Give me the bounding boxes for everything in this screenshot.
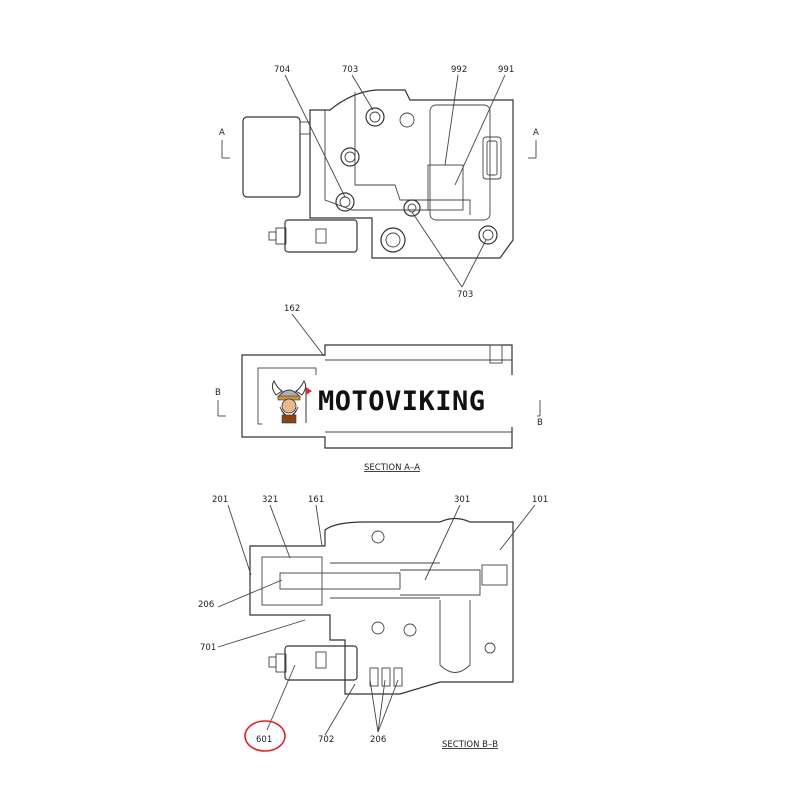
label-703-bottom: 703 <box>457 290 473 300</box>
label-701: 701 <box>200 643 216 653</box>
section-b-title: SECTION B–B <box>442 740 498 750</box>
section-a-title: SECTION A–A <box>364 463 420 473</box>
label-161: 161 <box>308 495 324 505</box>
section-b-view <box>217 504 536 736</box>
label-321: 321 <box>262 495 278 505</box>
viking-mascot-icon <box>271 380 312 424</box>
label-301: 301 <box>454 495 470 505</box>
top-view <box>221 74 537 288</box>
label-206-left: 206 <box>198 600 214 610</box>
label-206-bottom: 206 <box>370 735 386 745</box>
section-mark-b-right: B <box>537 418 543 428</box>
label-703-top: 703 <box>342 65 358 75</box>
section-mark-a-left: A <box>219 128 225 138</box>
label-101: 101 <box>532 495 548 505</box>
label-601: 601 <box>256 735 272 745</box>
section-mark-a-right: A <box>533 128 539 138</box>
brand-name: MOTOVIKING <box>318 385 486 417</box>
label-992: 992 <box>451 65 467 75</box>
label-991: 991 <box>498 65 514 75</box>
label-704: 704 <box>274 65 290 75</box>
label-162: 162 <box>284 304 300 314</box>
label-201: 201 <box>212 495 228 505</box>
label-702: 702 <box>318 735 334 745</box>
brand-watermark: MOTOVIKING <box>262 375 537 427</box>
highlight-circle-601 <box>244 720 286 752</box>
section-mark-b-left: B <box>215 388 221 398</box>
